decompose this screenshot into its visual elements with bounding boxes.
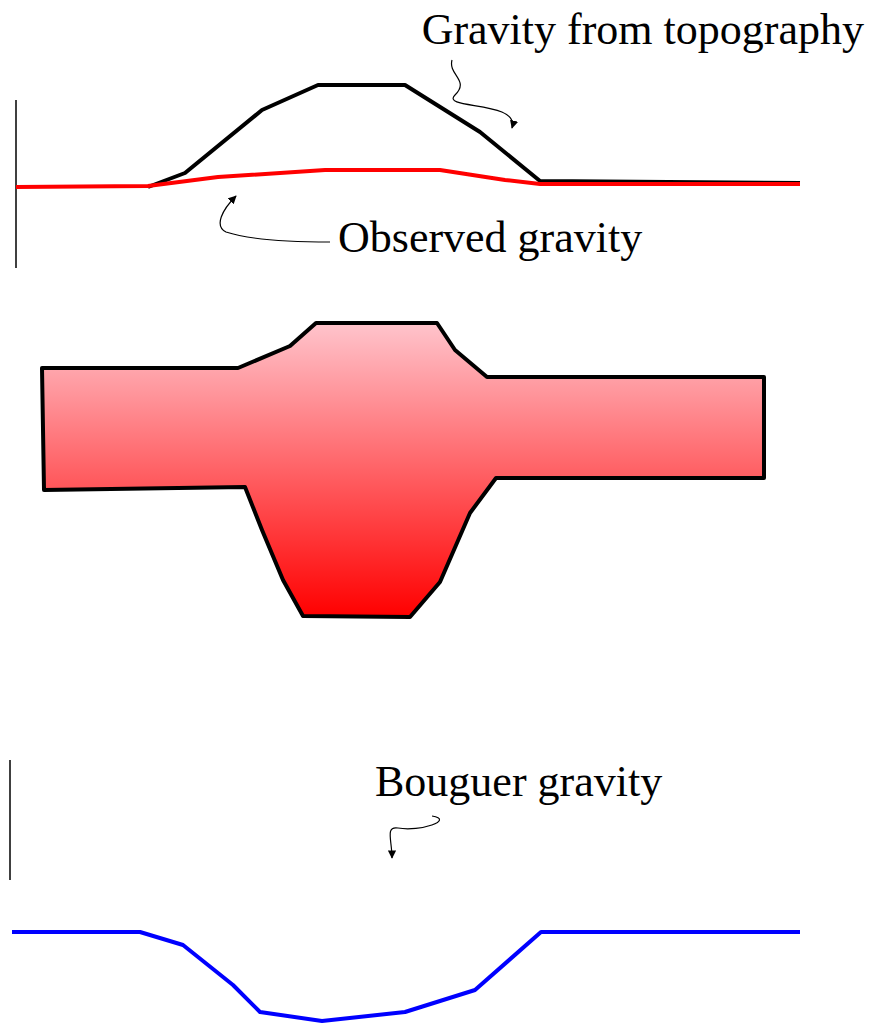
axis-line — [9, 760, 11, 880]
curve-label: Observed gravity — [338, 214, 642, 262]
leader-line — [452, 60, 513, 128]
crust-root-shape — [42, 323, 764, 617]
bouguer-gravity-curve — [12, 932, 800, 1021]
topography-gravity-curve — [148, 85, 800, 187]
observed-gravity-curve — [16, 170, 800, 187]
curve-label: Bouguer gravity — [375, 758, 662, 806]
curve-label: Gravity from topography — [422, 6, 864, 54]
leader-line — [390, 816, 439, 858]
axis-line — [15, 100, 17, 268]
leader-line — [220, 196, 330, 242]
